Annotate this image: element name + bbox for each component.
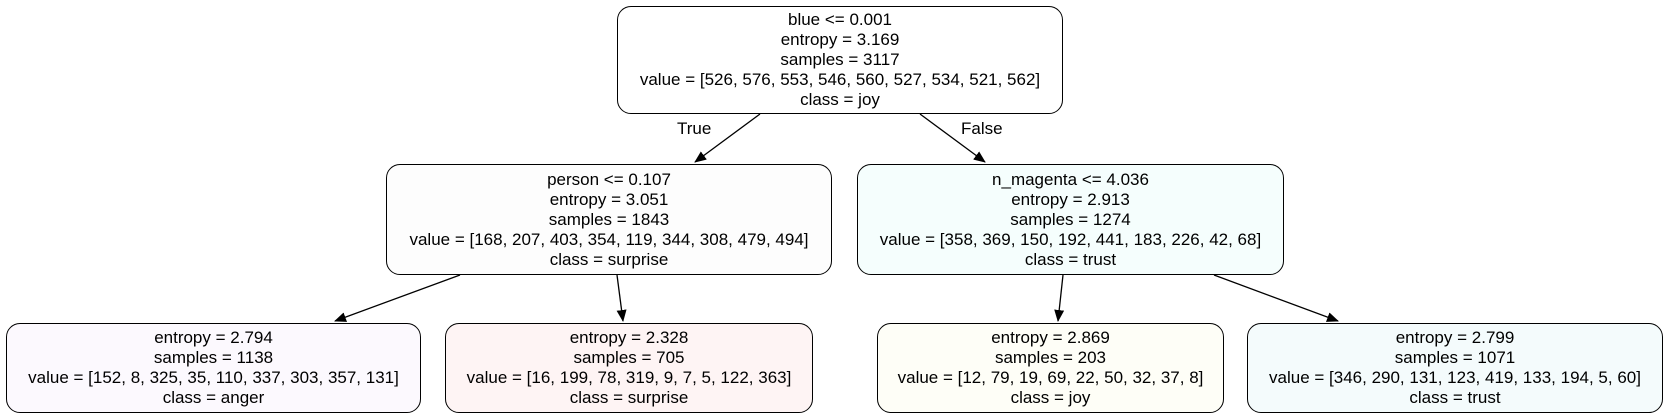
- node-entropy: entropy = 3.169: [780, 30, 900, 49]
- node-samples: samples = 1071: [1394, 348, 1516, 367]
- tree-node-left: person <= 0.107 entropy = 3.051 samples …: [386, 164, 832, 275]
- node-value: value = [526, 576, 553, 546, 560, 527, 5…: [639, 70, 1041, 89]
- edge-left-leftright: [616, 274, 627, 322]
- tree-leaf-left-left: entropy = 2.794 samples = 1138 value = […: [6, 323, 421, 413]
- node-samples: samples = 1274: [1010, 209, 1131, 229]
- node-value: value = [12, 79, 19, 69, 22, 50, 32, 37,…: [897, 368, 1204, 387]
- edge-left-leftleft: [334, 274, 461, 322]
- edge-label-true: True: [677, 119, 712, 138]
- node-class: class = joy: [800, 90, 880, 109]
- node-class: class = trust: [1409, 388, 1501, 407]
- tree-leaf-right-right: entropy = 2.799 samples = 1071 value = […: [1247, 323, 1663, 413]
- node-entropy: entropy = 2.869: [991, 328, 1110, 347]
- node-value: value = [168, 207, 403, 354, 119, 344, 3…: [409, 229, 809, 249]
- node-split-rule: blue <= 0.001: [788, 10, 892, 29]
- edge-right-rightleft: [1054, 274, 1065, 322]
- node-value: value = [346, 290, 131, 123, 419, 133, 1…: [1269, 368, 1641, 387]
- edge-label-false: False: [961, 119, 1003, 138]
- node-class: class = joy: [1010, 388, 1091, 407]
- node-entropy: entropy = 3.051: [549, 189, 669, 209]
- tree-leaf-left-right: entropy = 2.328 samples = 705 value = [1…: [445, 323, 813, 413]
- node-class: class = surprise: [569, 388, 689, 407]
- tree-node-right: n_magenta <= 4.036 entropy = 2.913 sampl…: [857, 164, 1284, 275]
- node-entropy: entropy = 2.913: [1011, 189, 1130, 209]
- edge-root-right: [919, 113, 986, 163]
- node-samples: samples = 3117: [780, 50, 900, 69]
- node-entropy: entropy = 2.799: [1395, 328, 1515, 347]
- node-split-rule: person <= 0.107: [547, 169, 671, 189]
- node-split-rule: n_magenta <= 4.036: [992, 169, 1149, 189]
- node-samples: samples = 705: [573, 348, 685, 367]
- node-class: class = anger: [162, 388, 265, 407]
- node-entropy: entropy = 2.328: [569, 328, 689, 347]
- node-samples: samples = 203: [994, 348, 1107, 367]
- node-value: value = [16, 199, 78, 319, 9, 7, 5, 122,…: [466, 368, 792, 387]
- node-class: class = surprise: [549, 249, 669, 269]
- node-samples: samples = 1843: [548, 209, 670, 229]
- node-samples: samples = 1138: [153, 348, 274, 367]
- tree-node-root: blue <= 0.001 entropy = 3.169 samples = …: [617, 6, 1063, 114]
- node-value: value = [358, 369, 150, 192, 441, 183, 2…: [879, 229, 1262, 249]
- node-entropy: entropy = 2.794: [154, 328, 273, 347]
- edge-right-rightright: [1213, 274, 1339, 322]
- edge-root-left: [694, 113, 761, 163]
- node-value: value = [152, 8, 325, 35, 110, 337, 303,…: [28, 368, 399, 387]
- tree-leaf-right-left: entropy = 2.869 samples = 203 value = [1…: [877, 323, 1224, 413]
- node-class: class = trust: [1024, 249, 1117, 269]
